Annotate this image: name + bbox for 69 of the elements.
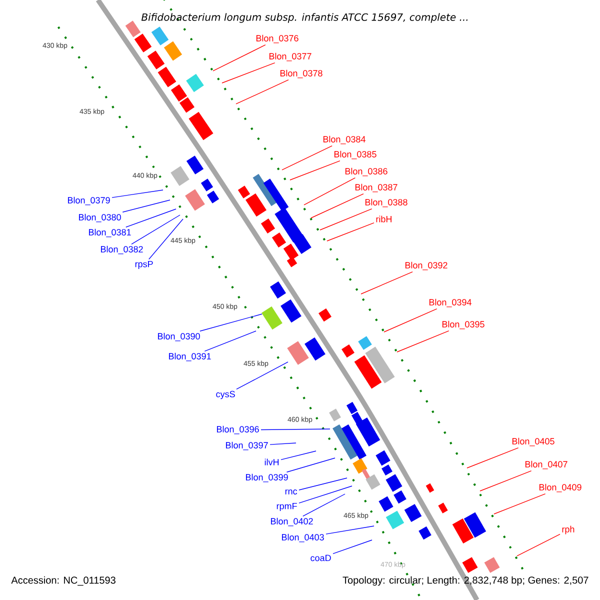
gene-label: Blon_0379 — [68, 196, 110, 206]
leader-line — [290, 160, 340, 180]
leader-line — [466, 448, 519, 468]
info-text: Accession: NC_011593 — [11, 576, 116, 586]
leader-line — [270, 442, 296, 445]
gene-label: Blon_0387 — [355, 184, 398, 192]
leader-line — [280, 450, 316, 460]
leader-line — [326, 222, 374, 242]
leader-line — [384, 308, 438, 332]
leader-line — [148, 218, 184, 260]
gene-label: Blon_0382 — [101, 246, 143, 254]
gene-label: Blon_0397 — [226, 442, 268, 450]
gene-label: Blon_0385 — [334, 150, 376, 160]
gene-label: Blon_0384 — [323, 136, 366, 144]
leader-line — [282, 146, 332, 170]
leader-line — [131, 214, 180, 244]
leader-line — [200, 314, 262, 332]
gene-label: Blon_0378 — [280, 70, 322, 78]
leader-line — [326, 526, 374, 534]
leader-line — [222, 62, 276, 84]
leader-line — [212, 44, 266, 72]
gene-label: Blon_0380 — [79, 214, 121, 222]
gene-label: Blon_0394 — [429, 298, 472, 308]
gene-label: ribH — [376, 216, 392, 222]
gene-label: rpmF — [276, 502, 297, 512]
gene-label: rpsP — [135, 260, 153, 270]
leader-line — [310, 194, 364, 218]
leader-line — [236, 80, 289, 104]
leader-line — [480, 470, 532, 492]
leader-line — [122, 200, 170, 212]
leader-line — [332, 540, 372, 554]
leader-line — [236, 362, 288, 390]
gene-label: Blon_0407 — [525, 460, 568, 470]
info-text: Topology: circular; Length: 2,832,748 bp; Genes: 2,507 — [342, 576, 588, 586]
leader-line — [302, 494, 346, 516]
leader-line — [286, 458, 336, 472]
leader-line — [260, 428, 330, 430]
gene-label: Blon_0399 — [246, 474, 288, 482]
gene-label: ilvH — [264, 458, 279, 466]
leader-line — [516, 534, 560, 556]
gene-label: Blon_0376 — [256, 34, 298, 44]
leader-line — [320, 208, 372, 230]
gene-label: coaD — [310, 554, 331, 562]
leader-line — [298, 478, 348, 490]
gene-label: Blon_0409 — [539, 484, 582, 492]
gene-label: rph — [562, 526, 574, 534]
gene-label: Blon_0386 — [345, 168, 388, 176]
gene-label: Blon_0381 — [89, 228, 131, 238]
gene-label: cysS — [216, 390, 235, 400]
gene-label: Blon_0390 — [158, 332, 200, 342]
gene-label: Blon_0405 — [512, 438, 554, 446]
leader-line — [204, 330, 256, 352]
gene-label: rnc — [285, 490, 298, 494]
leader-line — [126, 208, 176, 228]
leader-line — [112, 190, 164, 198]
gene-label: Blon_0396 — [217, 426, 259, 434]
leader-line — [360, 272, 413, 294]
leader-line — [304, 178, 356, 206]
gene-label: Blon_0392 — [405, 262, 448, 270]
gene-label: Blon_0402 — [271, 518, 313, 526]
gene-label: Blon_0377 — [269, 52, 312, 62]
leader-line — [494, 494, 546, 514]
title: Bifidobacterium longum subsp. infantis ATCC 15697, complete ... — [141, 13, 468, 23]
leader-line — [396, 330, 450, 352]
gene-label: Blon_0403 — [282, 534, 324, 542]
gene-label: Blon_0388 — [365, 198, 408, 208]
gene-label: Blon_0391 — [169, 352, 211, 362]
leader-line — [298, 486, 352, 504]
gene-label: Blon_0395 — [442, 320, 484, 330]
